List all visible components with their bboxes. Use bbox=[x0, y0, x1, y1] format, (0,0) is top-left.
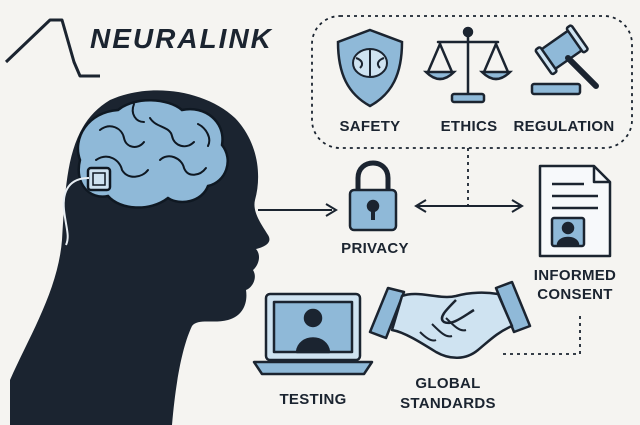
testing-item: TESTING bbox=[252, 292, 374, 408]
ethics-item: ETHICS bbox=[422, 26, 514, 135]
implant-wire bbox=[62, 177, 90, 246]
informed-consent-label-line1: INFORMED bbox=[534, 267, 616, 284]
head-brain-implant-icon bbox=[10, 90, 270, 425]
safety-item: SAFETY bbox=[336, 28, 404, 135]
safety-label: SAFETY bbox=[340, 118, 401, 135]
informed-consent-item: INFORMED CONSENT bbox=[534, 164, 616, 303]
neuralink-logo: NEURALINK bbox=[4, 18, 273, 78]
informed-consent-label-line2: CONSENT bbox=[537, 286, 612, 303]
brain bbox=[76, 99, 229, 209]
handshake-icon bbox=[368, 280, 532, 359]
neuralink-wave-logo bbox=[4, 18, 100, 78]
testing-label: TESTING bbox=[279, 391, 346, 408]
privacy-consent-arrow bbox=[414, 199, 524, 213]
gavel-icon bbox=[530, 24, 599, 96]
balance-scale-icon bbox=[422, 26, 514, 104]
privacy-label: PRIVACY bbox=[341, 240, 409, 257]
implant-chip bbox=[92, 172, 106, 186]
shield-brain-detail bbox=[352, 48, 388, 78]
brain-folds bbox=[95, 103, 211, 178]
padlock-icon bbox=[348, 160, 398, 232]
head-to-privacy-arrow bbox=[258, 203, 338, 217]
brand-name: NEURALINK bbox=[90, 23, 273, 54]
global-standards-label-line1: GLOBAL bbox=[415, 375, 480, 392]
consent-to-standards-connector bbox=[500, 316, 581, 355]
ethics-label: ETHICS bbox=[441, 118, 498, 135]
global-standards-label-line2: STANDARDS bbox=[400, 395, 496, 412]
brain-implant bbox=[86, 166, 112, 192]
regulation-label: REGULATION bbox=[513, 118, 614, 135]
regulation-item: REGULATION bbox=[513, 24, 614, 135]
privacy-item: PRIVACY bbox=[341, 160, 409, 257]
laptop-user-icon bbox=[252, 292, 374, 376]
core-principles-group-box bbox=[311, 15, 633, 149]
global-standards-item: GLOBAL STANDARDS bbox=[368, 280, 532, 412]
consent-document-icon bbox=[538, 164, 612, 258]
